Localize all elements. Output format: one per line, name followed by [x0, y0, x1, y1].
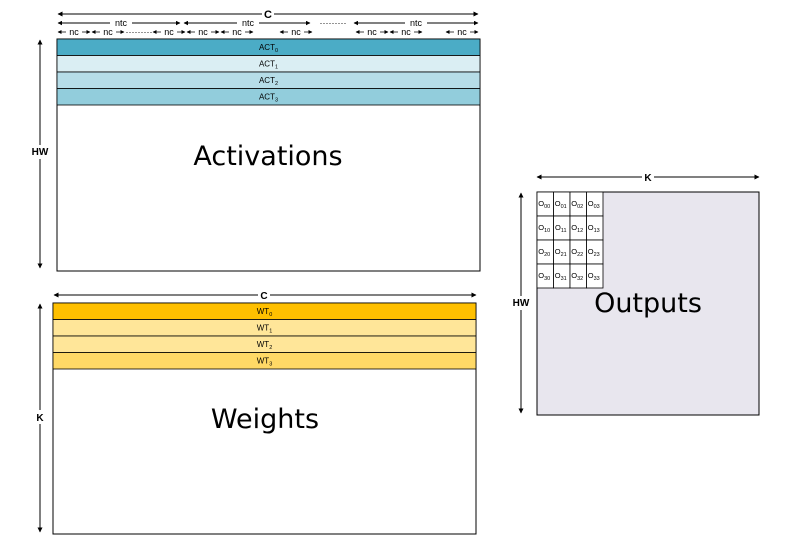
activations-group-label-2: ntc: [410, 18, 423, 28]
weight-row-label: WT0: [257, 307, 273, 318]
output-cell-label: O22: [571, 247, 583, 258]
output-cell-label: O03: [588, 199, 600, 210]
activation-row-label: ACT3: [259, 93, 278, 104]
output-cell-label: O21: [555, 247, 567, 258]
weight-row-label: WT2: [257, 340, 273, 351]
activations-subunit-label: nc: [232, 27, 242, 37]
outputs-matrix: [536, 191, 760, 416]
output-cell-label: O01: [555, 199, 567, 210]
activations-subunit-label: nc: [103, 27, 113, 37]
activations-subunit-label: nc: [198, 27, 208, 37]
activations-block: C ntc ntc ········· ntc nc nc ········· …: [29, 6, 481, 272]
activations-subunit-label: nc: [291, 27, 301, 37]
activations-subunit-label: nc: [401, 27, 411, 37]
output-cell-label: O10: [538, 223, 550, 234]
outputs-height-label: HW: [513, 298, 530, 309]
output-cell: [586, 263, 604, 289]
weight-row-label: WT1: [257, 324, 273, 335]
activations-subunit-label: nc: [367, 27, 377, 37]
activation-row-label: ACT0: [259, 43, 278, 54]
activations-title: Activations: [193, 141, 342, 172]
weights-width-label: C: [260, 291, 267, 302]
weights-title: Weights: [211, 404, 319, 435]
weight-row-label: WT3: [257, 357, 273, 368]
output-cell-label: O20: [538, 247, 550, 258]
output-cell-label: O31: [555, 271, 567, 282]
activation-row-label: ACT1: [259, 60, 278, 71]
weights-height-label: K: [36, 413, 44, 424]
activations-subunit-label: nc: [164, 27, 174, 37]
activations-height-label: HW: [32, 147, 49, 158]
activations-group-label-0: ntc: [115, 18, 128, 28]
outputs-width-label: K: [644, 173, 652, 184]
weight-row: [52, 352, 477, 370]
output-cell-label: O12: [571, 223, 583, 234]
activations-subunit-label: nc: [457, 27, 467, 37]
activation-row: [56, 88, 481, 106]
output-cell-label: O00: [538, 199, 550, 210]
output-cell-label: O32: [571, 271, 583, 282]
activations-subunit-label: nc: [69, 27, 79, 37]
activation-row-label: ACT2: [259, 76, 278, 87]
activations-group-label-1: ntc: [242, 18, 255, 28]
outputs-title: Outputs: [594, 288, 702, 319]
output-cell-label: O23: [588, 247, 600, 258]
activations-group-gap: ·········: [320, 18, 347, 28]
activations-subunit-gap: ·········: [126, 27, 153, 37]
activations-subunits: nc nc ········· nc nc nc nc nc nc: [57, 27, 479, 37]
output-cell-label: O30: [538, 271, 550, 282]
output-cell-label: O11: [555, 223, 567, 234]
output-cell-label: O13: [588, 223, 600, 234]
output-cell-label: O33: [588, 271, 600, 282]
activations-width-label: C: [264, 9, 272, 21]
output-cell-label: O02: [571, 199, 583, 210]
